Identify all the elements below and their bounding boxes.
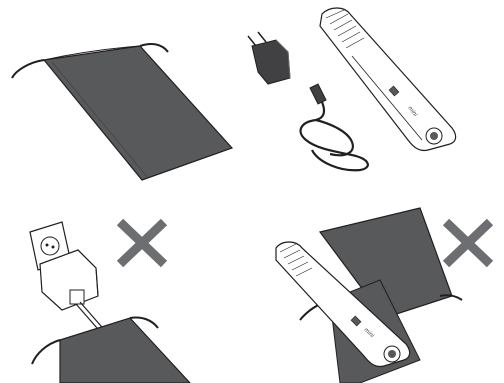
storage-pouch-icon-2 <box>31 316 191 383</box>
hair-straightener-icon: mini <box>319 7 457 152</box>
power-adapter-plugged-icon <box>39 249 109 337</box>
prohibited-cross-icon-2 <box>442 218 494 268</box>
usb-cable-icon <box>299 83 369 172</box>
hair-straightener-icon-2: mini <box>275 241 411 368</box>
prohibited-cross-icon <box>116 218 168 268</box>
brand-label: mini <box>406 106 418 119</box>
storage-pouch-icon <box>11 43 234 181</box>
power-adapter-icon <box>247 31 291 85</box>
